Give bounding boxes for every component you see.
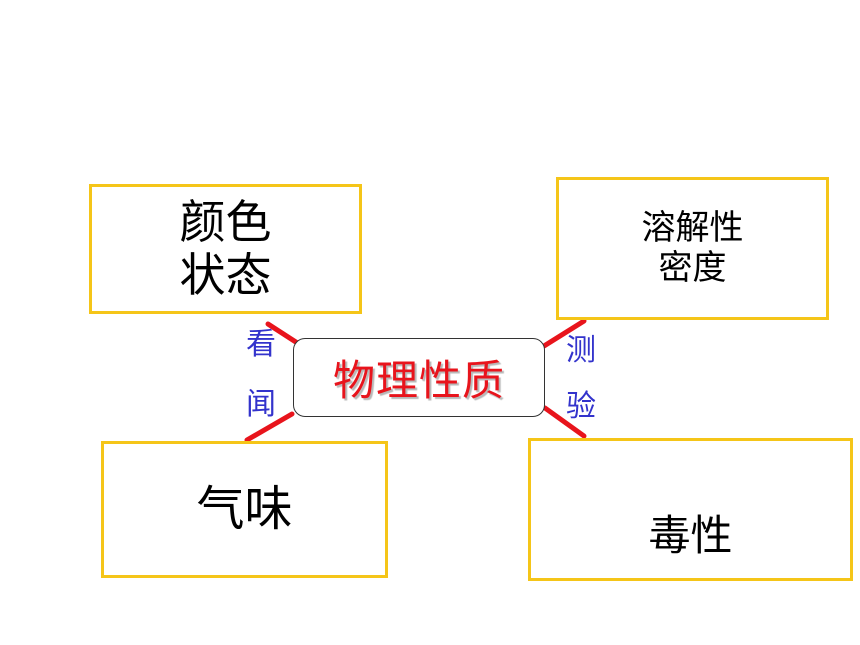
connector-smell: [244, 411, 295, 443]
node-appearance: 颜色 状态: [89, 184, 362, 314]
node-appearance-line-2: 状态: [179, 248, 272, 302]
center-node: 物理性质: [293, 338, 545, 417]
node-appearance-line-1: 颜色: [179, 195, 272, 250]
node-toxicity-line-1: 毒性: [648, 510, 733, 560]
node-solubility: 溶解性 密度: [556, 177, 829, 320]
verb-test: 验: [566, 389, 596, 424]
connector-solubility: [541, 318, 587, 349]
node-smell: 气味: [101, 441, 388, 578]
verb-smell: 闻: [246, 387, 276, 422]
node-solubility-line-2: 密度: [658, 247, 727, 288]
verb-look: 看: [246, 327, 276, 362]
verb-measure: 测: [566, 333, 596, 368]
node-toxicity: 毒性: [528, 438, 853, 581]
connector-toxicity: [542, 405, 587, 439]
node-smell-line-1: 气味: [196, 480, 293, 537]
node-solubility-line-1: 溶解性: [641, 208, 744, 249]
center-node-label: 物理性质: [332, 356, 505, 405]
